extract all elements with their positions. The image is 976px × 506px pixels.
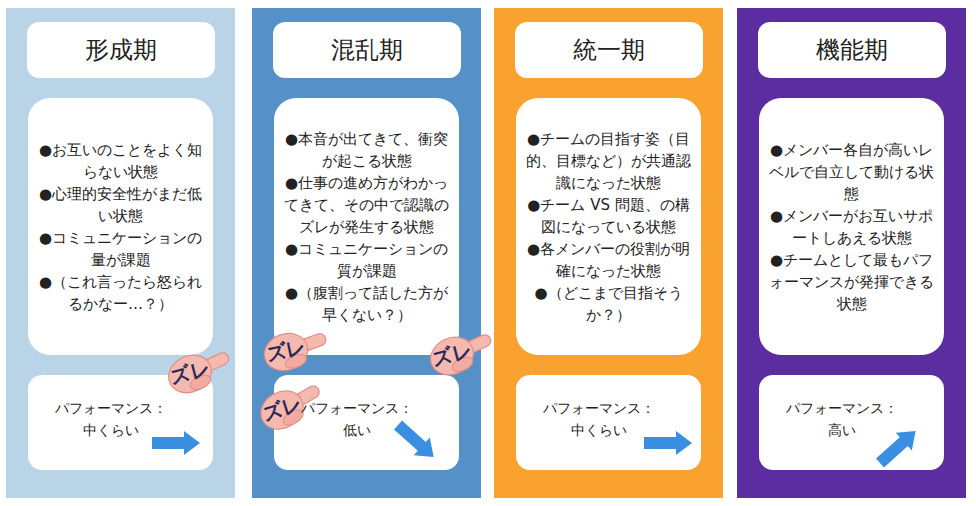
bullet-text: ●（腹割って話した方が早くない？） <box>284 282 450 326</box>
bullet-text: ●（これ言ったら怒られるかなー…？） <box>38 271 204 315</box>
bullet-text: ●各メンバーの役割が明確になった状態 <box>526 238 692 282</box>
stage-heading: 統一期 <box>515 22 703 78</box>
performance-text: 低い <box>343 419 371 441</box>
bullet-text: ●チーム VS 問題、の構図になっている状態 <box>526 194 692 238</box>
stage-column: 形成期 ●お互いのことをよく知らない状態●心理的安全性がまだ低い状態●コミュニケー… <box>6 8 235 498</box>
performance-text: パフォーマンス： <box>55 397 167 419</box>
stage-column: 統一期 ●チームの目指す姿（目的、目標など）が共通認識になった状態●チーム VS … <box>494 8 723 498</box>
stage-heading: 機能期 <box>758 22 946 78</box>
stage-heading: 形成期 <box>27 22 215 78</box>
performance-text: パフォーマンス： <box>786 397 898 419</box>
stage-column: 機能期 ●メンバー各自が高いレベルで自立して動ける状態●メンバーがお互いサポートし… <box>737 8 966 498</box>
performance-text: 高い <box>828 419 856 441</box>
bullet-text: ●お互いのことをよく知らない状態 <box>38 139 204 183</box>
bullet-text: ●メンバー各自が高いレベルで自立して動ける状態 <box>769 139 935 205</box>
bullet-text: ●心理的安全性がまだ低い状態 <box>38 183 204 227</box>
bullet-text: ●チームの目指す姿（目的、目標など）が共通認識になった状態 <box>526 128 692 194</box>
description-box: ●お互いのことをよく知らない状態●心理的安全性がまだ低い状態●コミュニケーション… <box>28 98 213 355</box>
description-box: ●本音が出てきて、衝突が起こる状態●仕事の進め方がわかってきて、その中で認識のズ… <box>274 98 459 355</box>
bullet-text: ●メンバーがお互いサポートしあえる状態 <box>769 205 935 249</box>
bullet-text: ●仕事の進め方がわかってきて、その中で認識のズレが発生する状態 <box>284 172 450 238</box>
pointing-hand <box>162 321 497 437</box>
performance-box: パフォーマンス：中くらい <box>516 375 701 470</box>
description-box: ●チームの目指す姿（目的、目標など）が共通認識になった状態●チーム VS 問題、… <box>516 98 701 355</box>
performance-text: 中くらい <box>83 419 139 441</box>
bullet-text: ●コミュニケーションの量が課題 <box>38 227 204 271</box>
bullet-text: ●本音が出てきて、衝突が起こる状態 <box>284 128 450 172</box>
bullet-text: ●コミュニケーションの質が課題 <box>284 238 450 282</box>
stage-heading: 混乱期 <box>273 22 461 78</box>
performance-text: 中くらい <box>571 419 627 441</box>
description-box: ●メンバー各自が高いレベルで自立して動ける状態●メンバーがお互いサポートしあえる… <box>759 98 944 355</box>
performance-box: パフォーマンス：高い <box>759 375 944 470</box>
bullet-text: ●（どこまで目指そうか？） <box>526 282 692 326</box>
performance-text: パフォーマンス： <box>543 397 655 419</box>
performance-text: パフォーマンス： <box>301 397 413 419</box>
bullet-text: ●チームとして最もパフォーマンスが発揮できる状態 <box>769 249 935 315</box>
